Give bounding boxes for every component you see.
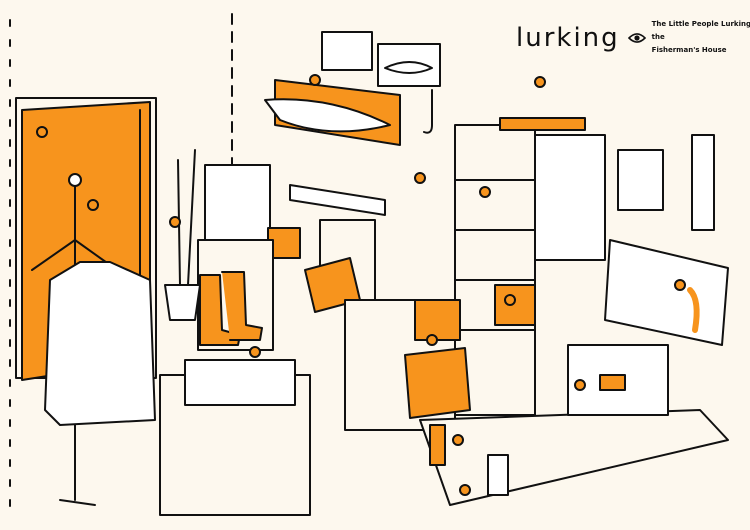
lure-board [604,239,729,346]
orange-box [414,299,461,341]
wall-cabinet-small [617,149,664,211]
hanging-fish [687,287,700,333]
logo-word: lurking [516,22,620,53]
little-people [36,74,686,496]
orange-board [499,117,586,131]
box-stack [204,164,271,246]
drawer-unit [567,344,669,416]
bucket-with-rods [164,284,201,321]
pen-cup [487,454,509,496]
tagline-line-2: Fisherman's House [651,46,727,54]
orange-drawer [599,374,626,391]
tackle-box [184,359,296,406]
fish-plaque [264,79,401,146]
framed-fish-picture [377,43,441,87]
fish-drawing [384,61,433,74]
glass-cabinet [534,134,606,261]
orange-bag [404,347,471,419]
orange-jar [429,424,446,466]
lurking-logo: lurking The Little People Lurking in the… [516,18,750,57]
tall-bookshelf [454,124,536,416]
thermometer [691,134,715,231]
rubber-boot [221,271,263,341]
white-shirt [44,261,156,426]
wall-shelf [289,184,386,216]
framed-fish-picture [321,31,373,71]
tagline: The Little People Lurking in the Fisherm… [652,18,750,57]
fishing-hook [423,89,433,134]
tagline-line-1: The Little People Lurking in the [651,20,750,41]
eye-icon [627,32,646,43]
